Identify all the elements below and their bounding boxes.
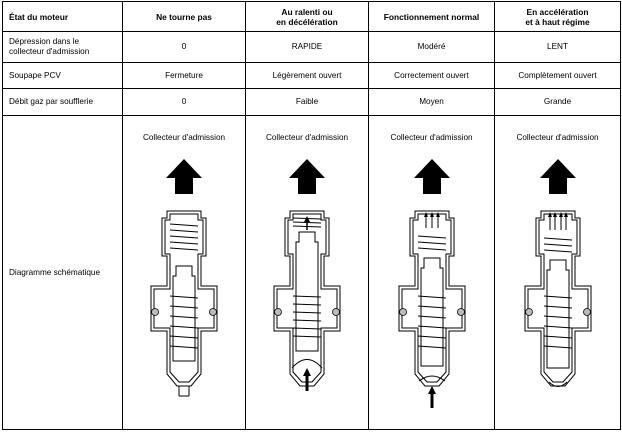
row-label-blowby-flow: Débit gaz par soufflerie bbox=[2, 88, 123, 116]
pcv-valve-diagram-open bbox=[398, 159, 465, 408]
table-cell: Modéré bbox=[368, 31, 495, 63]
table-cell: LENT bbox=[494, 31, 621, 63]
caption-intake-manifold: Collecteur d'admission bbox=[142, 133, 226, 142]
table-cell: RAPIDE bbox=[245, 31, 369, 63]
flow-direction-arrow bbox=[166, 159, 202, 194]
pcv-valve-diagram-closed bbox=[150, 159, 218, 397]
table-row: Débit gaz par soufflerie 0 Faible Moyen … bbox=[2, 88, 621, 116]
header-not-running: Ne tourne pas bbox=[122, 1, 246, 32]
diagram-cell-normal: Collecteur d'admission bbox=[368, 115, 495, 430]
diagram-cell-not-running: Collecteur d'admission bbox=[122, 115, 246, 430]
table-cell: Moyen bbox=[368, 88, 495, 116]
table-cell: 0 bbox=[122, 88, 246, 116]
table-row: Soupape PCV Fermeture Légèrement ouvert … bbox=[2, 62, 621, 89]
caption-intake-manifold: Collecteur d'admission bbox=[516, 133, 599, 142]
table-cell: 0 bbox=[122, 31, 246, 63]
flow-direction-arrow bbox=[539, 159, 576, 194]
row-label-diagram: Diagramme schématique bbox=[2, 115, 123, 430]
flow-direction-arrow bbox=[289, 159, 325, 194]
table-cell: Légèrement ouvert bbox=[245, 62, 369, 89]
table-cell: Complètement ouvert bbox=[494, 62, 621, 89]
table-cell: Grande bbox=[494, 88, 621, 116]
table-cell: Correctement ouvert bbox=[368, 62, 495, 89]
caption-intake-manifold: Collecteur d'admission bbox=[265, 133, 349, 142]
pcv-valve-diagram-slightly-open bbox=[273, 159, 341, 391]
row-label-pcv-valve: Soupape PCV bbox=[2, 62, 123, 89]
header-normal-operation: Fonctionnement normal bbox=[368, 1, 495, 32]
diagram-cell-acceleration: Collecteur d'admission bbox=[494, 115, 621, 430]
table-cell: Fermeture bbox=[122, 62, 246, 89]
diagram-cell-idle: Collecteur d'admission bbox=[245, 115, 369, 430]
table-cell: Faible bbox=[245, 88, 369, 116]
header-engine-state: État du moteur bbox=[2, 1, 123, 32]
flow-direction-arrow bbox=[413, 159, 450, 194]
header-row: État du moteur Ne tourne pas Au ralenti … bbox=[2, 1, 621, 32]
caption-intake-manifold: Collecteur d'admission bbox=[390, 133, 473, 142]
pcv-valve-diagram-fully-open bbox=[524, 159, 591, 387]
diagram-row: Diagramme schématique Collecteur d'admis… bbox=[2, 115, 621, 430]
